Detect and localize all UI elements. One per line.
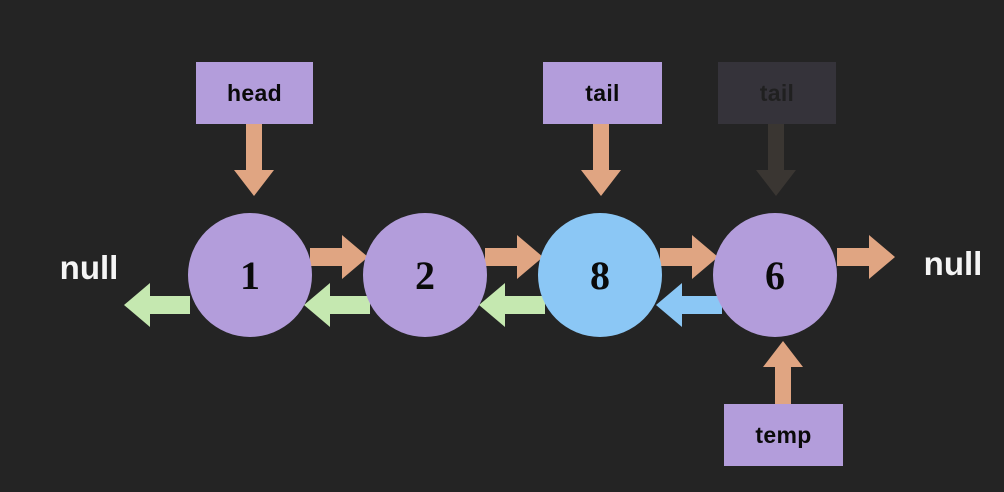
prev-arrow-6-to-8 xyxy=(656,283,722,327)
node-6-value: 6 xyxy=(765,253,785,298)
prev-arrow-8-to-2 xyxy=(479,283,545,327)
pointer-box-temp-label: temp xyxy=(755,421,812,448)
pointer-arrow-tail-faded-to-node-6 xyxy=(756,124,796,196)
pointer-box-tail[interactable]: tail xyxy=(543,62,662,124)
next-arrow-8-to-6 xyxy=(660,235,718,279)
pointer-box-tail-faded[interactable]: tail xyxy=(718,62,836,124)
node-8-value: 8 xyxy=(590,253,610,298)
pointer-box-head-label: head xyxy=(227,79,282,106)
prev-arrow-1-to-null xyxy=(124,283,190,327)
null-label-left: null xyxy=(59,249,119,286)
node-8-circle xyxy=(538,213,662,337)
node-2-circle xyxy=(363,213,487,337)
pointer-box-tail-label: tail xyxy=(585,79,620,106)
pointer-box-temp[interactable]: temp xyxy=(724,404,843,466)
next-arrow-1-to-2 xyxy=(310,235,368,279)
pointer-arrow-temp-to-node-6 xyxy=(763,341,803,404)
node-6-circle xyxy=(713,213,837,337)
next-arrow-2-to-8 xyxy=(485,235,543,279)
null-label-right: null xyxy=(923,245,983,282)
pointer-box-tail-faded-label: tail xyxy=(759,79,795,106)
node-1-circle xyxy=(188,213,312,337)
next-arrow-6-to-null xyxy=(837,235,895,279)
node-1-value: 1 xyxy=(240,253,260,298)
pointer-box-head[interactable]: head xyxy=(196,62,313,124)
prev-arrow-2-to-1 xyxy=(304,283,370,327)
pointer-arrow-head-to-node-1 xyxy=(234,124,274,196)
pointer-arrow-tail-to-node-8 xyxy=(581,124,621,196)
node-2-value: 2 xyxy=(415,253,435,298)
